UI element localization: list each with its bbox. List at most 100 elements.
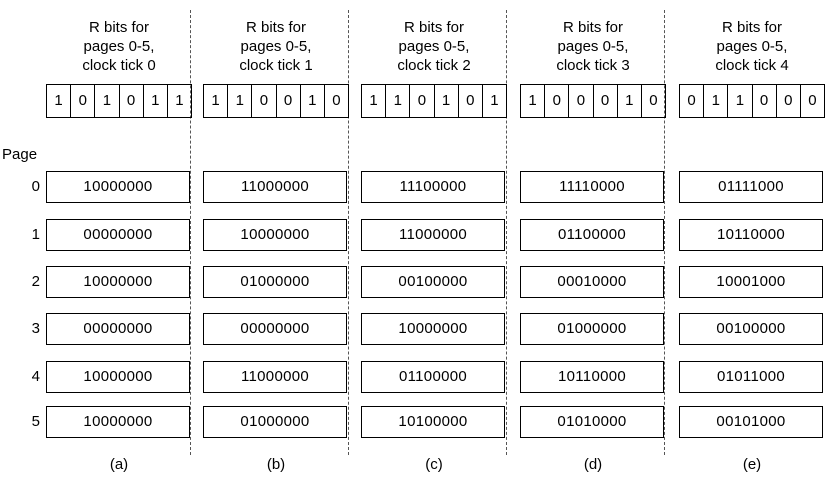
- aging-counter-box: 10001000: [679, 266, 823, 298]
- r-bit-cell: 0: [545, 85, 570, 117]
- column-caption: (a): [109, 456, 129, 473]
- aging-counter-box: 10000000: [46, 266, 190, 298]
- r-bit-cell: 0: [252, 85, 277, 117]
- column-header-line: clock tick 3: [556, 57, 630, 74]
- column-header-line: R bits for: [721, 19, 782, 36]
- r-bit-cell: 1: [228, 85, 253, 117]
- r-bit-cell: 1: [435, 85, 459, 117]
- r-bit-cell: 1: [386, 85, 411, 117]
- aging-counter-box: 01000000: [520, 313, 664, 345]
- dashed-divider: [506, 10, 507, 455]
- r-bit-cell: 1: [47, 85, 72, 117]
- aging-counter-box: 11000000: [203, 361, 347, 393]
- aging-counter-box: 00100000: [361, 266, 505, 298]
- column-header: R bits for pages 0-5, clock tick 2: [361, 18, 507, 75]
- aging-counter-box: 01010000: [520, 406, 664, 438]
- aging-counter-box: 01100000: [520, 219, 664, 251]
- column-header-line: clock tick 1: [239, 57, 313, 74]
- aging-counter-box: 11000000: [203, 171, 347, 203]
- aging-counter-box: 01111000: [679, 171, 823, 203]
- column-header: R bits for pages 0-5, clock tick 0: [46, 18, 192, 75]
- aging-counter-box: 10000000: [203, 219, 347, 251]
- r-bit-cell: 0: [649, 92, 658, 109]
- aging-counter-box: 00101000: [679, 406, 823, 438]
- r-bit-cell: 1: [204, 85, 229, 117]
- page-number-label: 0: [31, 178, 40, 195]
- aging-counter-box: 00000000: [46, 219, 190, 251]
- r-bit-cell: 0: [680, 85, 705, 117]
- r-bit-cell: 1: [521, 85, 546, 117]
- r-bit-cell: 1: [175, 92, 184, 109]
- column-caption: (b): [266, 456, 286, 473]
- column-header-line: R bits for: [562, 19, 623, 36]
- dashed-divider: [664, 10, 665, 455]
- column-caption: (d): [583, 456, 603, 473]
- r-bit-cell: 1: [362, 85, 387, 117]
- page-number-label: 3: [31, 320, 40, 337]
- column-header-line: R bits for: [403, 19, 464, 36]
- aging-counter-box: 10000000: [46, 171, 190, 203]
- column-header-line: pages 0-5,: [83, 38, 155, 55]
- column-header-line: pages 0-5,: [557, 38, 629, 55]
- aging-counter-box: 10000000: [46, 361, 190, 393]
- r-bit-cell: 0: [569, 85, 594, 117]
- column-header-line: pages 0-5,: [716, 38, 788, 55]
- r-bit-cell: 0: [459, 85, 483, 117]
- column-header-line: clock tick 2: [397, 57, 471, 74]
- aging-counter-box: 10110000: [520, 361, 664, 393]
- aging-counter-box: 01100000: [361, 361, 505, 393]
- page-number-label: 2: [31, 273, 40, 290]
- r-bit-cell: 1: [490, 92, 499, 109]
- column-header-line: pages 0-5,: [398, 38, 470, 55]
- r-bit-cell: 1: [301, 85, 325, 117]
- aging-counter-box: 11000000: [361, 219, 505, 251]
- aging-counter-box: 00010000: [520, 266, 664, 298]
- column-header-line: clock tick 0: [82, 57, 156, 74]
- aging-counter-box: 11110000: [520, 171, 664, 203]
- aging-counter-box: 11100000: [361, 171, 505, 203]
- r-bit-cell: 1: [618, 85, 642, 117]
- aging-counter-box: 00100000: [679, 313, 823, 345]
- r-bit-cell: 0: [71, 85, 96, 117]
- page-number-label: 1: [31, 226, 40, 243]
- column-caption: (e): [742, 456, 762, 473]
- aging-counter-box: 01011000: [679, 361, 823, 393]
- r-bit-cell: 0: [594, 85, 618, 117]
- r-bit-cell: 1: [704, 85, 729, 117]
- aging-counter-box: 10100000: [361, 406, 505, 438]
- r-bit-cell: 0: [410, 85, 435, 117]
- r-bit-cell: 1: [144, 85, 168, 117]
- r-bit-cell: 1: [728, 85, 753, 117]
- aging-counter-box: 10000000: [361, 313, 505, 345]
- column-caption: (c): [425, 456, 443, 473]
- column-header: R bits for pages 0-5, clock tick 3: [520, 18, 666, 75]
- r-bit-cell: 1: [95, 85, 120, 117]
- dashed-divider: [348, 10, 349, 455]
- dashed-divider: [190, 10, 191, 455]
- aging-counter-box: 01000000: [203, 406, 347, 438]
- aging-counter-box: 00000000: [203, 313, 347, 345]
- r-bit-cell: 0: [777, 85, 801, 117]
- aging-counter-box: 10110000: [679, 219, 823, 251]
- column-header-line: R bits for: [88, 19, 149, 36]
- r-bit-cell: 0: [277, 85, 301, 117]
- page-number-label: 4: [31, 368, 40, 385]
- r-bit-cell: 0: [332, 92, 341, 109]
- column-header: R bits for pages 0-5, clock tick 4: [679, 18, 825, 75]
- r-bit-cell: 0: [808, 92, 817, 109]
- page-axis-label: Page: [2, 146, 38, 163]
- column-header-line: R bits for: [245, 19, 306, 36]
- r-bit-cell: 0: [120, 85, 144, 117]
- r-bit-cell: 0: [753, 85, 777, 117]
- aging-counter-box: 00000000: [46, 313, 190, 345]
- aging-counter-box: 01000000: [203, 266, 347, 298]
- column-header-line: clock tick 4: [715, 57, 789, 74]
- page-number-label: 5: [31, 413, 40, 430]
- aging-counter-box: 10000000: [46, 406, 190, 438]
